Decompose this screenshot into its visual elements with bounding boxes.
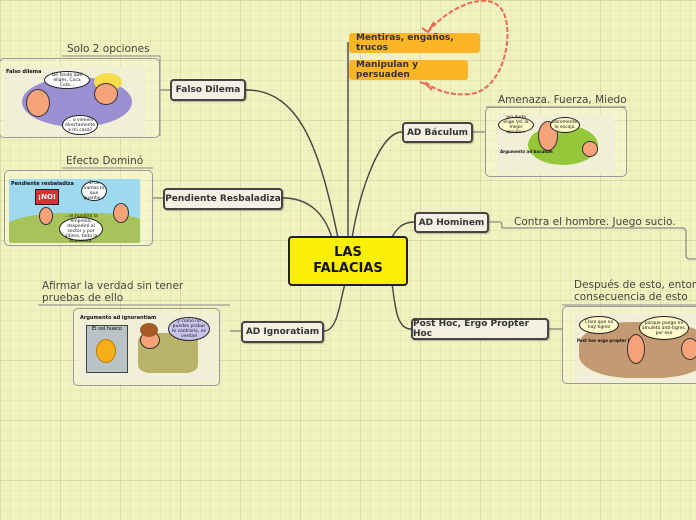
image-card-pendiente: Pendiente resbaladiza ¡NO! Si os vamos l… <box>4 170 153 246</box>
note-solo-2-opciones: Solo 2 opciones <box>67 43 150 55</box>
note-afirmar-verdad: Afirmar la verdad sin tener pruebas de e… <box>42 280 184 304</box>
note-amenaza: Amenaza. Fuerza, Miedo <box>498 94 627 106</box>
root-node[interactable]: LAS FALACIAS <box>288 236 408 286</box>
relation-arrow <box>424 0 509 96</box>
arrowhead-bottom <box>419 81 433 91</box>
image-card-falso-dilema: Falso dilema De fondo qué eliges, Coca C… <box>0 58 160 138</box>
root-title-line1: LAS <box>334 245 362 260</box>
note-despues-de-esto: Después de esto, entonces consecuencia d… <box>574 279 696 303</box>
image-card-baculum: Argumento ad baculum Sin duda elige Vd. … <box>485 107 627 177</box>
cartoon-post-hoc: Post hoc ergo propter hoc Claro que no h… <box>575 314 696 382</box>
cartoon-ignoratiam: Argumento ad ignorantiam El sol hueco y … <box>78 313 217 383</box>
tag-manipulan[interactable]: Manipulan y persuaden <box>349 60 468 80</box>
cartoon-baculum: Argumento ad baculum Sin duda elige Vd. … <box>498 115 614 173</box>
node-falso-dilema[interactable]: Falso Dilema <box>170 79 246 101</box>
image-card-ignoratiam: Argumento ad ignorantiam El sol hueco y … <box>73 308 220 386</box>
note-efecto-domino: Efecto Dominó <box>66 155 144 167</box>
node-pendiente-resbaladiza[interactable]: Pendiente Resbaladiza <box>163 188 283 210</box>
tag-mentiras[interactable]: Mentiras, engaños, trucos <box>349 33 480 53</box>
link-falso-dilema <box>245 89 339 239</box>
link-baculum <box>351 131 403 239</box>
note-contra-el-hombre: Contra el hombre. Juego sucio. <box>514 216 676 228</box>
node-ad-hominem[interactable]: AD Hominem <box>414 212 489 233</box>
cartoon-falso-dilema: Falso dilema De fondo qué eliges, Coca C… <box>4 67 145 137</box>
link-pendiente <box>282 197 333 239</box>
image-card-post-hoc: Post hoc ergo propter hoc Claro que no h… <box>562 306 696 384</box>
node-ad-ignoratiam[interactable]: AD Ignoratiam <box>241 321 324 343</box>
link-ignoratiam <box>323 283 346 332</box>
root-title-line2: FALACIAS <box>313 261 383 276</box>
node-post-hoc[interactable]: Post Hoc, Ergo Propter Hoc <box>411 318 549 340</box>
cartoon-pendiente: Pendiente resbaladiza ¡NO! Si os vamos l… <box>9 179 140 243</box>
node-ad-baculum[interactable]: AD Báculum <box>402 122 473 143</box>
arrowhead-top <box>421 21 435 34</box>
link-post-hoc <box>391 283 412 330</box>
